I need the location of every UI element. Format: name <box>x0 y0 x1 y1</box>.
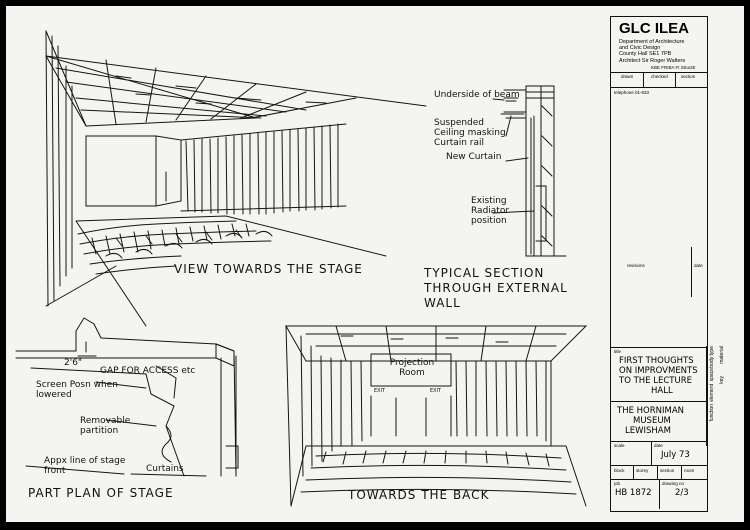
label-screen-position: Screen Posn when lowered <box>36 380 118 400</box>
grid-block: block <box>614 468 625 473</box>
grid-storey: storey <box>636 468 649 473</box>
date-label: date <box>654 443 663 448</box>
label-existing-radiator: Existing Radiator position <box>471 196 510 226</box>
projection-room-sign: Projection Room <box>389 358 435 378</box>
wall-section-sketch <box>492 85 567 257</box>
label-suspended-ceiling: Suspended Ceiling masking Curtain rail <box>434 118 506 148</box>
cell-section: section <box>681 74 696 79</box>
org-name: GLC ILEA <box>619 20 689 37</box>
drawing-number: 2/3 <box>675 488 689 498</box>
job-label: job <box>614 481 621 486</box>
dept-line-2: and Civic Design <box>619 45 661 51</box>
telephone: telephone 01-633 <box>614 90 650 95</box>
exit-sign-left: EXIT <box>374 388 386 394</box>
stage-view-sketch <box>45 30 427 327</box>
title-label: title <box>614 349 622 354</box>
side-label-material: material <box>719 346 725 364</box>
title-block: GLC ILEA Department of Architecture and … <box>610 16 708 512</box>
label-new-curtain: New Curtain <box>446 152 502 162</box>
job-line-1: THE HORNIMAN <box>617 406 685 416</box>
stage-plan-sketch <box>15 317 239 477</box>
side-label-strip: body type space element function materia… <box>706 346 729 446</box>
cell-drawn: drawn <box>621 74 634 79</box>
cell-checked: checked <box>651 74 668 79</box>
dept-line-1: Department of Architecture <box>619 39 685 45</box>
plan-dimension: 2'6" <box>64 358 83 368</box>
pencil-sketches <box>15 30 588 507</box>
drawing-no-label: drawing no <box>662 481 685 486</box>
plan-caption: PART PLAN OF STAGE <box>28 486 174 500</box>
side-label-space: space <box>709 368 715 382</box>
label-gap-for-access: GAP FOR ACCESS etc <box>100 366 196 376</box>
date-value: July 73 <box>661 450 690 460</box>
drawing-sheet: VIEW TOWARDS THE STAGE Underside of beam… <box>6 6 744 522</box>
title-line-4: HALL <box>651 386 673 396</box>
label-underside-of-beam: Underside of beam <box>434 90 520 100</box>
scale-label: scale <box>614 443 625 448</box>
label-removable-partition: Removable partition <box>80 416 131 436</box>
label-curtains: Curtains <box>146 464 184 474</box>
job-line-2: MUSEUM <box>633 416 671 426</box>
job-number: HB 1872 <box>615 488 652 498</box>
title-line-1: FIRST THOUGHTS <box>619 356 694 366</box>
job-line-3: LEWISHAM <box>625 426 671 436</box>
dept-line-3: County Hall SE1 7PB <box>619 51 672 57</box>
side-label-function: function <box>709 404 715 422</box>
label-stage-front: Appx line of stage front <box>44 456 126 476</box>
back-view-sketch <box>285 325 588 507</box>
architect-honours: KBE FRIBA FI StructE <box>651 65 696 70</box>
title-line-3: TO THE LECTURE <box>619 376 692 386</box>
grid-room: room <box>684 468 695 473</box>
revisions-date-label: date <box>694 263 703 268</box>
stage-view-caption: VIEW TOWARDS THE STAGE <box>174 262 363 276</box>
architect-name: Architect Sir Roger Walters <box>619 58 686 64</box>
exit-sign-right: EXIT <box>430 388 442 394</box>
section-caption: TYPICAL SECTION THROUGH EXTERNAL WALL <box>424 266 568 310</box>
back-view-caption: TOWARDS THE BACK <box>348 488 490 502</box>
side-label-element: element <box>709 384 715 402</box>
side-label-body-type: body type <box>709 346 715 368</box>
revisions-label: revisions <box>627 263 645 268</box>
grid-section: section <box>660 468 675 473</box>
title-line-2: ON IMPROVMENTS <box>619 366 698 376</box>
side-label-key: key <box>719 376 725 384</box>
